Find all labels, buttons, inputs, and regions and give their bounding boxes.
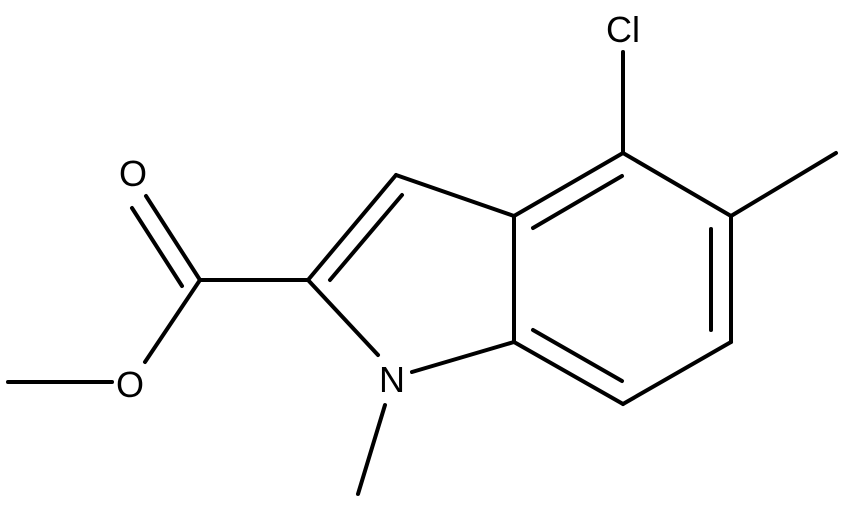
atom-label-nitrogen: N (379, 359, 405, 400)
atom-label-ester-oxygen: O (116, 364, 144, 405)
bond-c5-methyl (729, 151, 838, 218)
bond-carbonyl-double-b (130, 206, 184, 288)
bond-c2-c3 (306, 173, 398, 282)
bond-c3a-c4-inner (531, 174, 624, 230)
bond-ester-oxygen-carbonyl (143, 278, 202, 364)
bond-carbonyl-double-a (144, 194, 202, 282)
bond-c4-c5 (621, 151, 733, 218)
bond-n1-c7a (410, 340, 516, 374)
bond-c7-c7a (512, 340, 625, 406)
bond-n1-methyl (356, 403, 387, 496)
bond-c3a-c4 (512, 151, 625, 218)
atom-label-carbonyl-oxygen: O (119, 153, 147, 194)
bond-c7-c7a-inner (531, 328, 624, 383)
bond-c2-c3-inner (328, 193, 404, 282)
bond-c3-c3a (394, 173, 516, 218)
bond-c2-n1 (306, 278, 380, 357)
bond-c6-c7 (621, 340, 733, 406)
atom-label-chlorine: Cl (606, 9, 640, 50)
